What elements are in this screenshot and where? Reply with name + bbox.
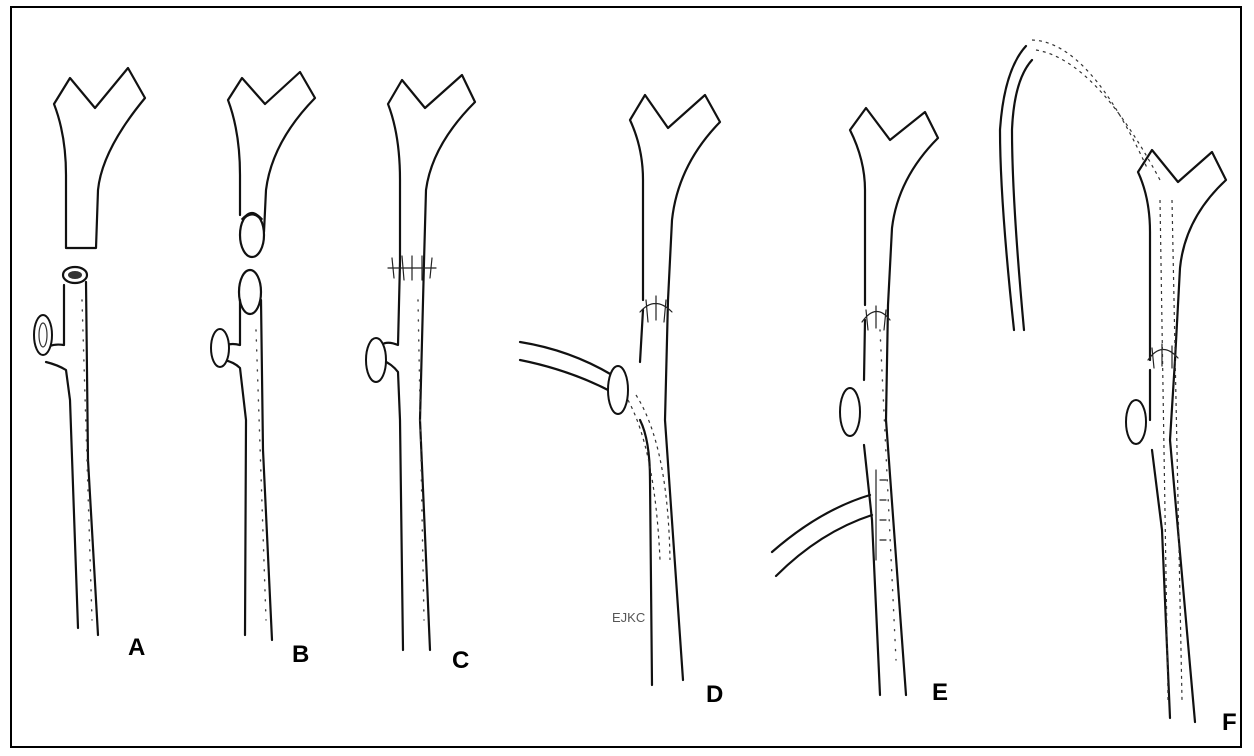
panel-d-duct <box>630 95 720 685</box>
panel-e-t-tube <box>772 495 872 576</box>
panel-a-label: A <box>128 634 145 661</box>
panel-d-label: D <box>706 681 723 708</box>
panel-f-catheter <box>1000 46 1032 330</box>
panel-a: A <box>34 68 145 661</box>
panel-b-upper-duct <box>228 72 315 232</box>
panel-e-sutures <box>862 306 890 330</box>
panel-a-upper-duct <box>54 68 145 248</box>
panel-c-sutures <box>388 256 436 280</box>
panel-f-duct <box>1138 150 1226 722</box>
panel-f-label: F <box>1222 709 1237 736</box>
panel-c: C <box>366 75 475 674</box>
panel-e-duct <box>850 108 938 695</box>
panel-d-stump <box>608 366 628 414</box>
panel-e-label: E <box>932 679 948 706</box>
panel-e-stump <box>840 388 860 436</box>
panel-f: F <box>1000 40 1237 736</box>
panel-d-t-tube <box>520 342 612 392</box>
panel-c-label: C <box>452 647 469 674</box>
panel-f-stump <box>1126 400 1146 444</box>
panel-b: B <box>211 72 315 668</box>
panel-a-stump <box>34 315 52 355</box>
panel-b-stump <box>211 329 229 367</box>
panel-c-stump <box>366 338 386 382</box>
panel-c-duct <box>380 75 475 650</box>
panel-b-lower-opening <box>239 270 261 314</box>
artist-signature: EJKC <box>612 610 645 625</box>
panel-b-label: B <box>292 641 309 668</box>
panel-d: EJKC D <box>520 95 723 708</box>
panel-e: E <box>772 108 948 706</box>
